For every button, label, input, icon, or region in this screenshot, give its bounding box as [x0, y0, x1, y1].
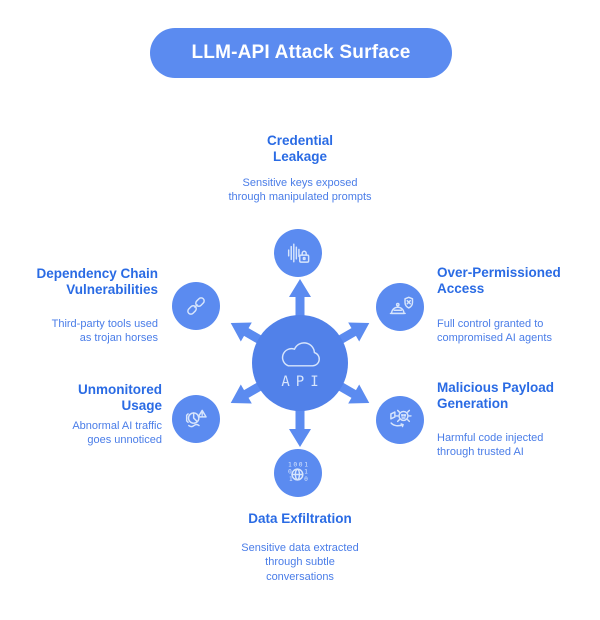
svg-text:1: 1 — [304, 469, 309, 476]
bug-icon — [390, 409, 412, 428]
chain-icon — [187, 297, 205, 315]
node-circle-dependency-chain-vulnerabilities — [172, 282, 220, 330]
svg-text:1001: 1001 — [288, 462, 310, 469]
node-title-over-permissioned-access: Over-Permissioned Access — [437, 265, 561, 296]
api-hub: API — [252, 315, 348, 411]
node-title-credential-leakage: Credential Leakage — [266, 133, 334, 164]
node-title-unmonitored-usage: Unmonitored Usage — [78, 382, 162, 413]
node-circle-unmonitored-usage — [172, 395, 220, 443]
waveform-lock-icon — [287, 243, 310, 263]
monitor-alert-icon — [185, 409, 207, 428]
title-banner: LLM-API Attack Surface — [150, 28, 452, 78]
api-hub-label: API — [281, 373, 325, 390]
node-desc-credential-leakage: Sensitive keys exposed through manipulat… — [228, 177, 372, 204]
page-title: LLM-API Attack Surface — [191, 42, 411, 63]
svg-text:0: 0 — [288, 469, 293, 476]
node-circle-over-permissioned-access — [376, 283, 424, 331]
node-desc-unmonitored-usage: Abnormal AI traffic goes unnoticed — [72, 420, 162, 447]
robot-shield-icon — [389, 296, 414, 315]
node-desc-data-exfiltration: Sensitive data extracted through subtle … — [241, 542, 359, 583]
cloud-icon — [281, 341, 320, 367]
node-circle-malicious-payload-generation — [376, 396, 424, 444]
node-desc-over-permissioned-access: Full control granted to compromised AI a… — [437, 318, 552, 345]
node-title-dependency-chain-vulnerabilities: Dependency Chain Vulnerabilities — [36, 266, 158, 297]
node-circle-credential-leakage — [274, 229, 322, 277]
svg-text:0: 0 — [304, 476, 309, 483]
node-title-malicious-payload-generation: Malicious Payload Generation — [437, 380, 555, 411]
node-desc-malicious-payload-generation: Harmful code injected through trusted AI — [437, 432, 544, 459]
node-desc-dependency-chain-vulnerabilities: Third-party tools used as trojan horses — [51, 318, 158, 345]
svg-text:1: 1 — [289, 476, 294, 483]
node-title-data-exfiltration: Data Exfiltration — [248, 511, 352, 526]
